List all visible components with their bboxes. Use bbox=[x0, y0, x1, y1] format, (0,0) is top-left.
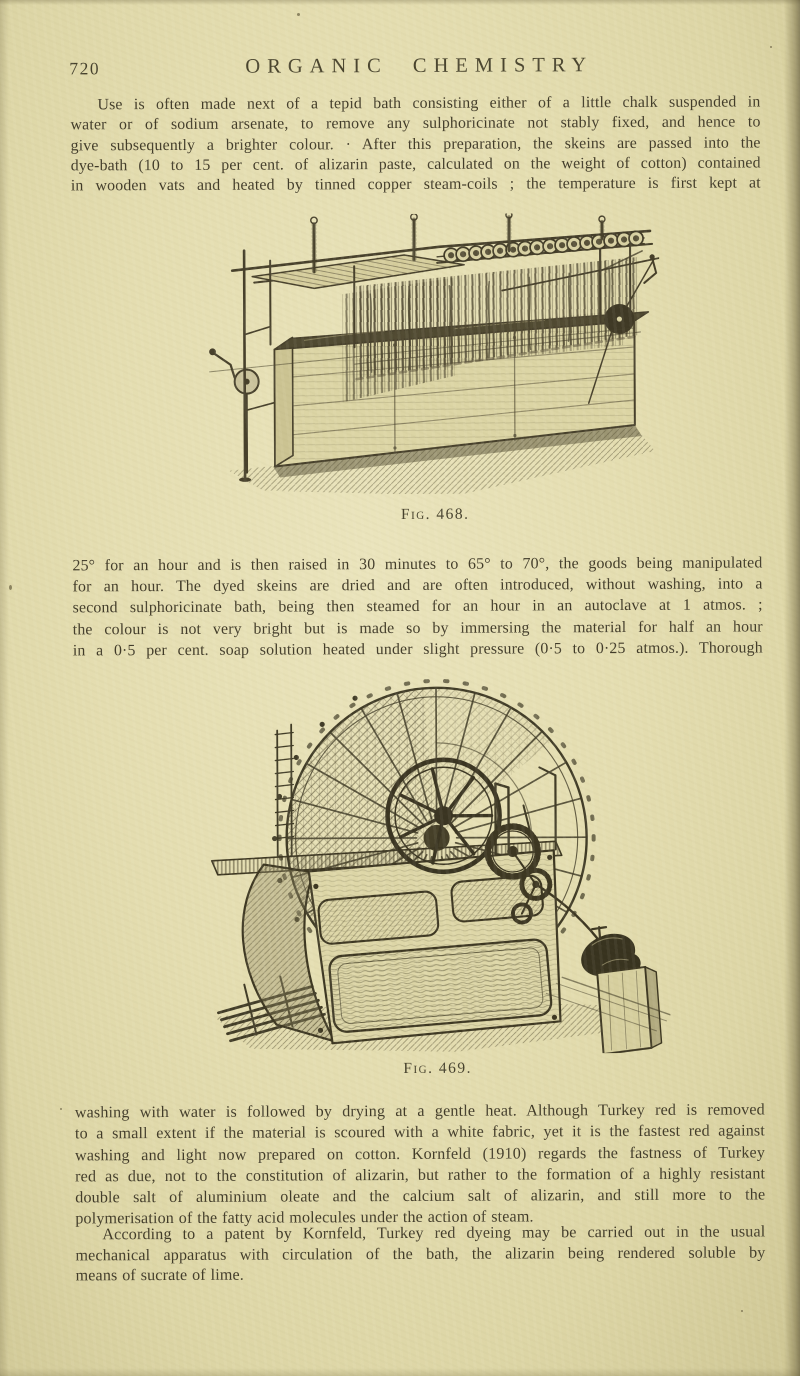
fig-469-engraving bbox=[203, 677, 671, 1055]
text-line: 25° for an hour and is then raised in 30… bbox=[72, 552, 762, 576]
paper-speck bbox=[741, 1310, 743, 1312]
paragraph-1: Use is often made next of a tepid bath c… bbox=[70, 92, 760, 196]
fig-468-caption: Fig. 468. bbox=[79, 504, 791, 525]
page-title: ORGANIC CHEMISTRY bbox=[69, 53, 769, 79]
page-edge-shadow-right bbox=[784, 0, 800, 1376]
text-line: means of sucrate of lime. bbox=[76, 1264, 766, 1288]
page-edge-shadow-top bbox=[0, 0, 800, 5]
text-line: in a 0·5 per cent. soap solution heated … bbox=[73, 637, 763, 661]
text-line: the colour is not very bright but is mad… bbox=[73, 616, 763, 640]
fig-468-engraving bbox=[204, 213, 660, 495]
paper-speck bbox=[60, 1108, 62, 1110]
text-line: According to a patent by Kornfeld, Turke… bbox=[75, 1222, 765, 1246]
paper-speck bbox=[297, 13, 300, 16]
text-line: for an hour. The dyed skeins are dried a… bbox=[73, 574, 763, 598]
paper-speck bbox=[9, 585, 12, 590]
paragraph-2: 25° for an hour and is then raised in 30… bbox=[72, 552, 762, 661]
fig-469-caption: Fig. 469. bbox=[82, 1058, 794, 1079]
text-line: red as due, not to the constitution of a… bbox=[75, 1163, 765, 1187]
skein-rollers bbox=[444, 231, 643, 262]
paragraph-4: According to a patent by Kornfeld, Turke… bbox=[75, 1222, 765, 1287]
text-line: water or of sodium arsenate, to remove a… bbox=[70, 113, 760, 136]
page-edge-shadow-left bbox=[0, 0, 9, 1376]
text-line: washing and light now prepared on cotton… bbox=[75, 1142, 765, 1166]
paragraph-3: washing with water is followed by drying… bbox=[75, 1099, 766, 1230]
text-line: double salt of aluminium oleate and the … bbox=[75, 1185, 765, 1209]
text-line: washing with water is followed by drying… bbox=[75, 1099, 765, 1123]
skein-ladder bbox=[275, 724, 294, 856]
text-line: in wooden vats and heated by tinned copp… bbox=[71, 174, 761, 197]
text-line: second sulphoricinate bath, being then s… bbox=[73, 595, 763, 619]
text-line: give subsequently a brighter colour. · A… bbox=[71, 133, 761, 156]
text-line: mechanical apparatus with circulation of… bbox=[75, 1243, 765, 1267]
wooden-post bbox=[597, 967, 661, 1054]
page-edge-shadow-bottom bbox=[0, 1368, 800, 1376]
text-line: to a small extent if the material is sco… bbox=[75, 1121, 765, 1145]
paper-speck bbox=[770, 46, 772, 48]
